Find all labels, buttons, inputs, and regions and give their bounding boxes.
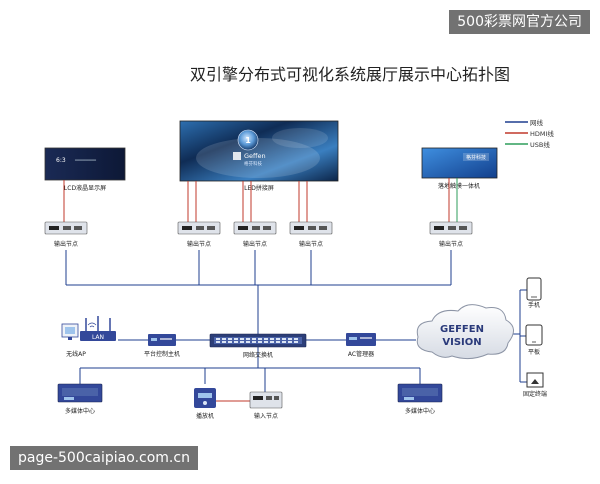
svg-text:═══════: ═══════ [74,158,97,164]
terminal-phone-label: 手机 [528,301,540,309]
geffen-cloud [416,304,514,360]
input-node-label: 输入节点 [254,412,278,420]
touch-kiosk: 格芬科技 [421,147,498,179]
media-center-left-label: 多媒体中心 [65,407,95,415]
ac-manager-label: AC管理器 [348,350,374,358]
watermark-top: 500彩票网官方公司 [449,10,590,34]
geffen-cloud-line2: VISION [442,337,481,348]
legend-label-usb: USB线 [530,140,550,149]
output-node-4 [289,221,333,235]
touch-kiosk-logo: 格芬科技 [466,154,486,161]
hdmi-cables [63,178,450,222]
led-logo-sub: 格芬科技 [244,160,262,167]
network-cables [65,250,527,392]
watermark-bottom: page-500caipiao.com.cn [10,446,198,470]
media-center-right [397,383,443,403]
terminal-tablet-label: 平板 [528,348,540,356]
platform-control-host-label: 平台控制主机 [144,350,180,358]
media-center-left [57,383,103,403]
output-node-4-label: 输出节点 [299,240,323,248]
tablet-icon [525,324,543,346]
lcd-display-label: LCD液晶显示屏 [64,184,106,192]
network-switch-label: 网络交换机 [243,351,273,359]
network-switch [209,333,307,348]
media-player-label: 播放机 [196,412,214,420]
touch-kiosk-label: 落地触摸一体机 [438,182,480,190]
platform-control-host [148,334,176,346]
svg-text:6:3: 6:3 [56,157,66,164]
output-node-3 [233,221,277,235]
wireless-ap [61,316,116,341]
globe-icon [237,129,259,151]
geffen-cloud-line1: GEFFEN [440,324,484,335]
output-node-1-label: 输出节点 [54,240,78,248]
lcd-display: 6:3 ═══════ [44,147,126,181]
legend-label-hdmi: HDMI线 [530,129,554,138]
output-node-1 [44,221,88,235]
legend-label-network: 网线 [530,118,544,127]
wifi-icon [87,322,97,328]
phone-icon [526,277,542,301]
terminal-fixed-label: 固定终端 [523,390,547,398]
media-player [194,388,216,408]
input-node [249,391,283,409]
led-video-wall: 1 Geffen 格芬科技 [179,120,339,182]
diagram-title: 双引擎分布式可视化系统展厅展示中心拓扑图 [190,65,510,84]
led-video-wall-label: LED拼接屏 [244,184,274,192]
fixed-terminal-icon [526,372,544,388]
media-center-right-label: 多媒体中心 [405,407,435,415]
output-node-5 [429,221,473,235]
led-badge: 1 [245,136,251,145]
wireless-ap-label: 无线AP [66,350,86,358]
output-node-3-label: 输出节点 [243,240,267,248]
output-node-2 [177,221,221,235]
led-logo-text: Geffen [244,152,266,160]
output-node-5-label: 输出节点 [439,240,463,248]
wireless-ap-lan-text: LAN [92,334,104,341]
legend: 网线 HDMI线 USB线 [505,118,554,149]
ac-manager [346,333,376,346]
output-node-2-label: 输出节点 [187,240,211,248]
